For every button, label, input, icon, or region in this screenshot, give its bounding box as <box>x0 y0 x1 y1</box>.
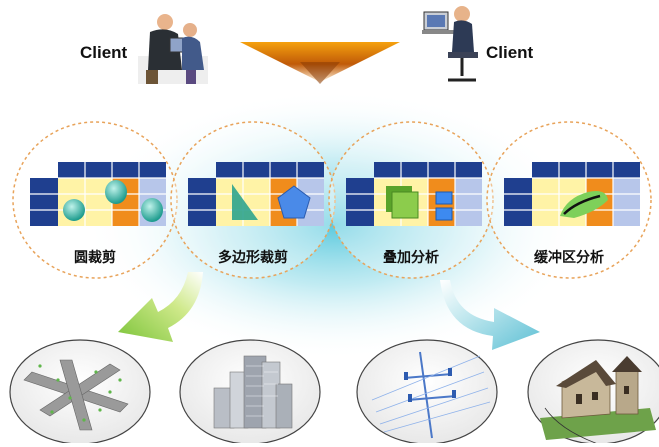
client-right-label: Client <box>486 43 534 62</box>
merge-funnel-icon <box>240 42 400 84</box>
arrow-left-icon <box>118 272 203 342</box>
polygon-clip-icon <box>188 162 324 226</box>
op-label-buffer: 缓冲区分析 <box>534 249 604 266</box>
arrow-right-icon <box>440 280 540 350</box>
op-label-polygon-clip: 多边形裁剪 <box>218 249 288 266</box>
house-terrain-icon <box>527 339 659 445</box>
op-label-circle-clip: 圆裁剪 <box>74 249 116 266</box>
overlay-icon <box>346 162 482 226</box>
client-group-icon <box>138 14 208 84</box>
buffer-icon <box>504 162 640 226</box>
client-left-label: Client <box>80 43 128 62</box>
client-desk-icon <box>422 6 478 82</box>
op-label-overlay: 叠加分析 <box>383 249 439 266</box>
glow-background <box>85 90 585 360</box>
city-buildings-icon <box>179 339 321 445</box>
power-line-icon <box>356 339 498 445</box>
road-network-icon <box>9 339 151 445</box>
circle-clip-icon <box>30 162 166 226</box>
